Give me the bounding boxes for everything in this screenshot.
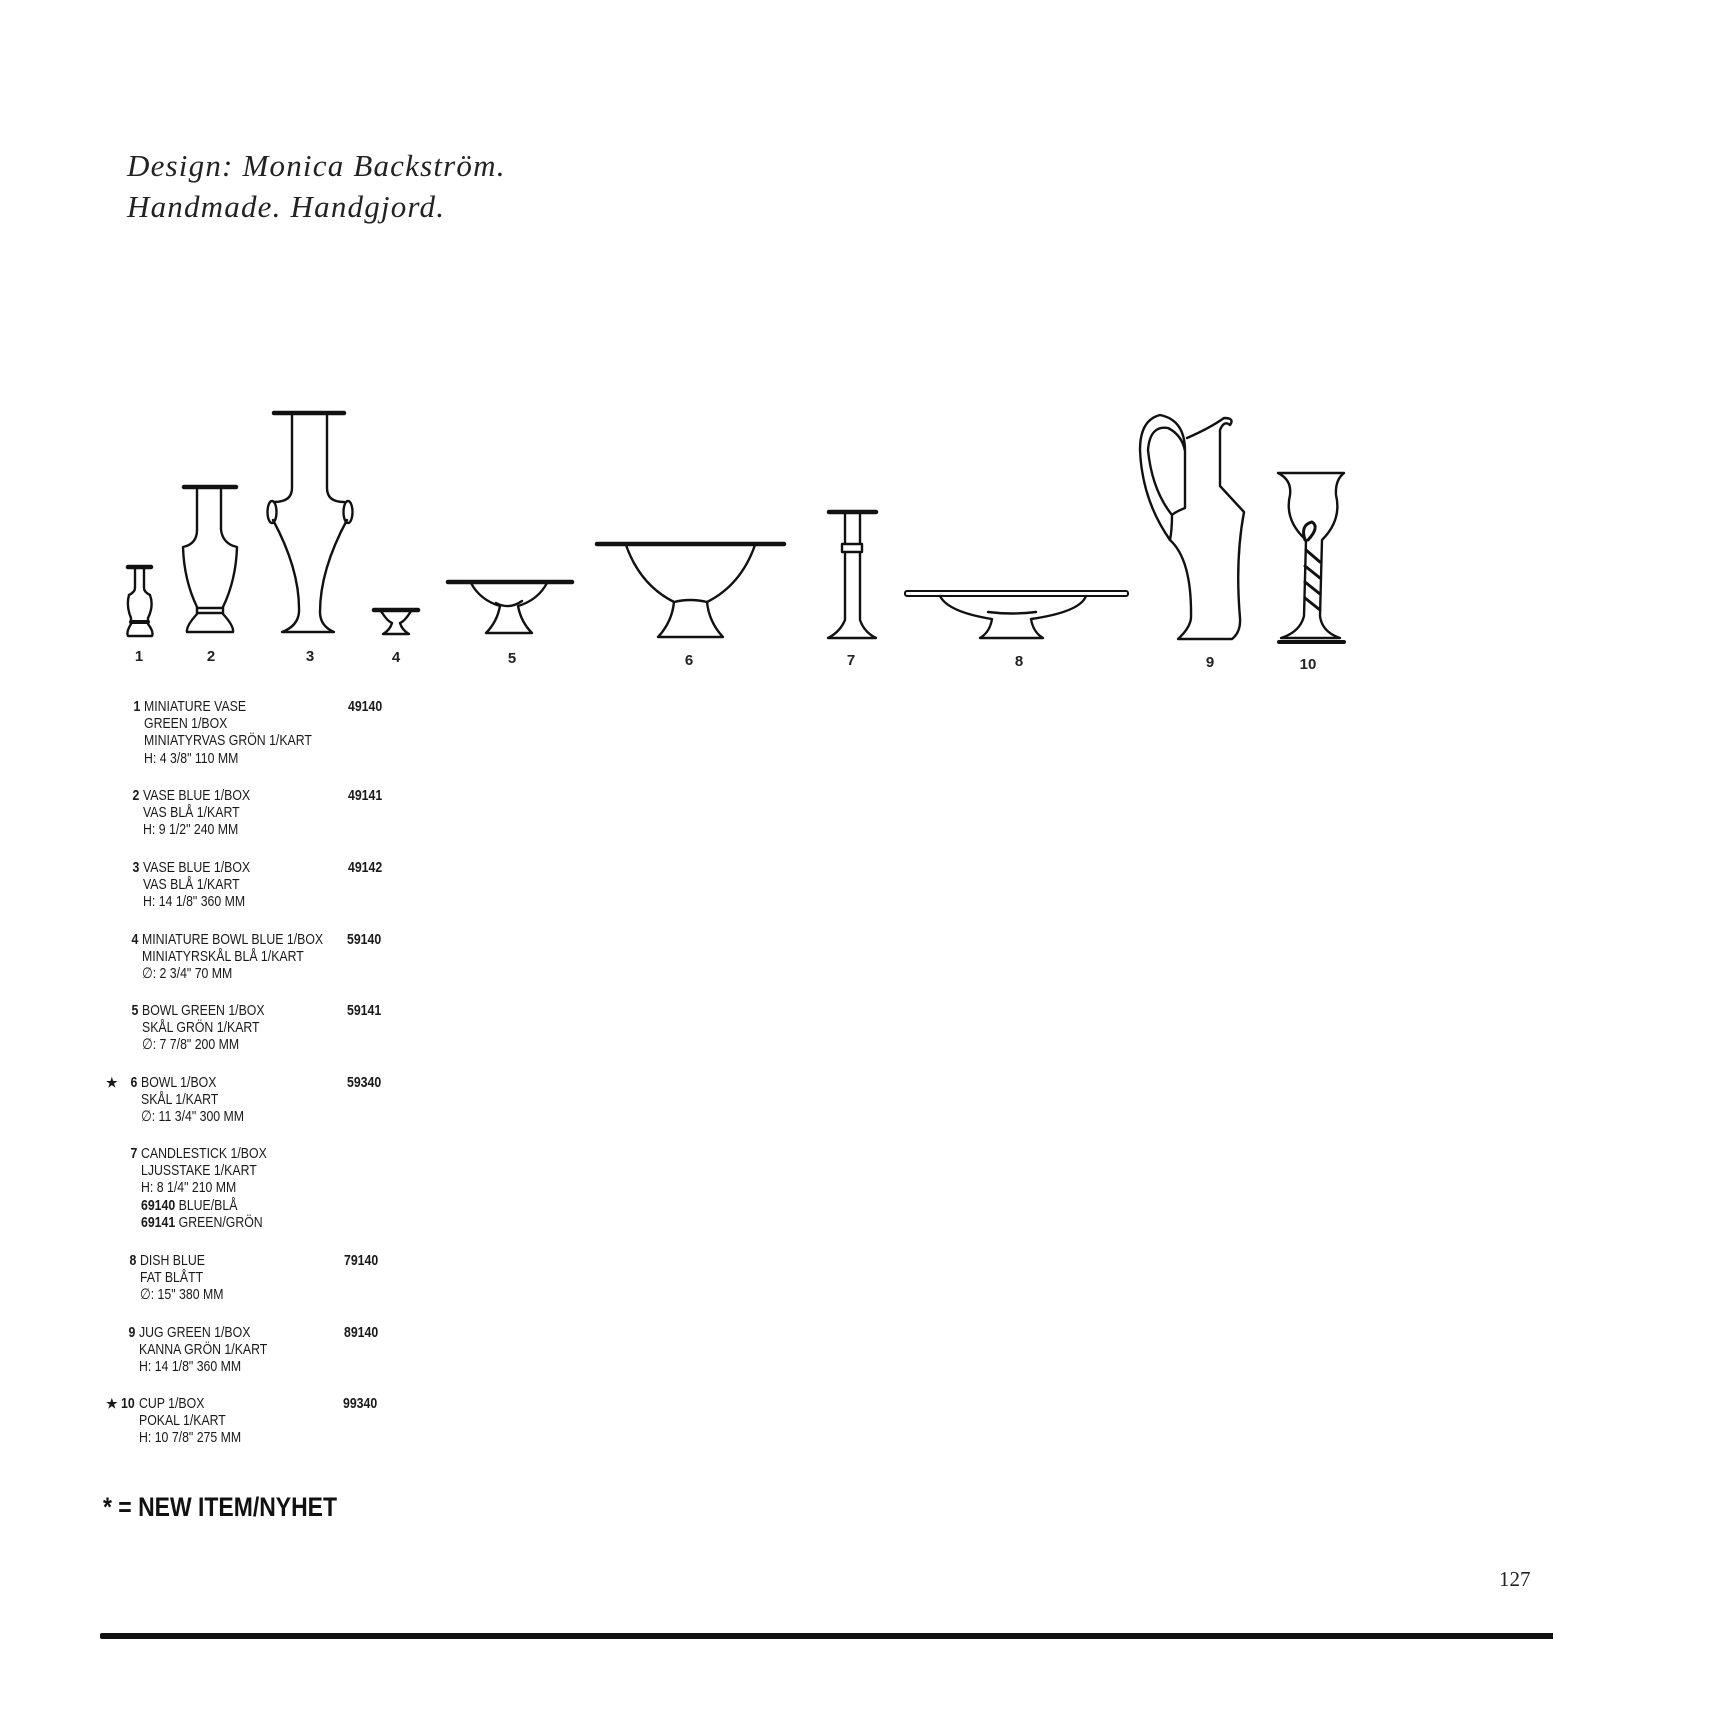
cup-drawing <box>1276 471 1346 644</box>
variant-label: BLUE/BLÅ <box>178 1196 238 1214</box>
item-number: 2 <box>132 787 139 804</box>
item-number: 6 <box>130 1074 137 1091</box>
item-description-line: JUG GREEN 1/BOX <box>139 1324 251 1341</box>
new-item-legend: * = NEW ITEM/NYHET <box>103 1492 337 1522</box>
figure-label-2: 2 <box>206 648 216 665</box>
bowl-drawing <box>594 541 787 639</box>
item-description-line: H: 14 1/8" 360 MM <box>143 893 246 911</box>
item-description-line: H: 14 1/8" 360 MM <box>139 1358 242 1376</box>
page-margin <box>1553 0 1733 1733</box>
item-description-line: MINIATURE BOWL BLUE 1/BOX <box>142 931 324 948</box>
item-description-line: VASE BLUE 1/BOX <box>143 787 251 804</box>
item-number: 4 <box>131 931 138 948</box>
item-number: 8 <box>129 1252 136 1269</box>
figure-label-9: 9 <box>1205 654 1215 671</box>
item-description-line: MINIATYRVAS GRÖN 1/KART <box>144 732 312 750</box>
item-code: 89140 <box>344 1324 379 1341</box>
candlestick-drawing <box>826 509 879 640</box>
item-description-line: VAS BLÅ 1/KART <box>143 804 240 822</box>
item-description-line: CANDLESTICK 1/BOX <box>141 1145 267 1162</box>
jug-drawing <box>1138 413 1246 641</box>
item-description-line: H: 8 1/4" 210 MM <box>141 1179 237 1197</box>
item-code: 59140 <box>347 931 382 948</box>
handmade-note: Handmade. Handgjord. <box>127 189 446 224</box>
figure-label-5: 5 <box>507 650 517 667</box>
item-description-line: ∅: 15" 380 MM <box>140 1286 224 1304</box>
item-description-line: BOWL GREEN 1/BOX <box>142 1002 265 1019</box>
item-number: 3 <box>132 859 139 876</box>
item-description-line: DISH BLUE <box>140 1252 205 1269</box>
page-number: 127 <box>1499 1567 1531 1591</box>
item-variant: 69140 BLUE/BLÅ <box>141 1197 294 1214</box>
item-description-line: BOWL 1/BOX <box>141 1074 217 1091</box>
item-number: 10 <box>121 1395 135 1412</box>
designer-credit: Design: Monica Backström. <box>127 148 506 183</box>
item-description-line: H: 9 1/2" 240 MM <box>143 821 239 839</box>
item-number: 7 <box>130 1145 137 1162</box>
item-description-line: MINIATYRSKÅL BLÅ 1/KART <box>142 948 304 966</box>
new-item-star-icon: ★ <box>106 1075 118 1090</box>
miniature-vase-drawing <box>125 564 154 638</box>
dish-drawing <box>904 590 1129 640</box>
figure-label-1: 1 <box>134 648 144 665</box>
item-code: 99340 <box>343 1395 378 1412</box>
item-description-line: VASE BLUE 1/BOX <box>143 859 251 876</box>
item-description-line: ∅: 7 7/8" 200 MM <box>142 1036 240 1054</box>
variant-code: 69141 <box>141 1213 176 1231</box>
item-number: 9 <box>128 1324 135 1341</box>
figure-label-6: 6 <box>684 652 694 669</box>
figure-label-7: 7 <box>846 652 856 669</box>
figure-label-4: 4 <box>391 649 401 666</box>
new-item-star-icon: ★ <box>106 1396 118 1411</box>
item-description-line: H: 10 7/8" 275 MM <box>139 1429 242 1447</box>
item-description-line: VAS BLÅ 1/KART <box>143 876 240 894</box>
item-description-line: ∅: 11 3/4" 300 MM <box>141 1108 245 1126</box>
item-code: 59340 <box>347 1074 382 1091</box>
variant-label: GREEN/GRÖN <box>178 1213 263 1231</box>
item-description-line: SKÅL 1/KART <box>141 1091 219 1109</box>
vase-drawing <box>181 484 239 634</box>
bowl-green-drawing <box>445 579 575 635</box>
item-code: 49142 <box>348 859 383 876</box>
item-description-line: ∅: 2 3/4" 70 MM <box>142 965 233 983</box>
tall-vase-drawing <box>266 410 354 634</box>
item-description-line: LJUSSTAKE 1/KART <box>141 1162 257 1180</box>
item-number: 1 <box>133 698 140 715</box>
item-code: 59141 <box>347 1002 382 1019</box>
miniature-bowl-drawing <box>371 607 421 636</box>
item-code: 49140 <box>348 698 383 715</box>
item-description-line: H: 4 3/8" 110 MM <box>144 749 239 767</box>
item-description-line: POKAL 1/KART <box>139 1412 226 1430</box>
item-description-line: KANNA GRÖN 1/KART <box>139 1341 268 1359</box>
item-description-line: MINIATURE VASE <box>144 698 247 715</box>
bottom-rule <box>100 1633 1555 1639</box>
item-description-line: CUP 1/BOX <box>139 1395 205 1412</box>
item-variant: 69141 GREEN/GRÖN <box>141 1214 294 1231</box>
variant-code: 69140 <box>141 1196 176 1214</box>
item-code: 49141 <box>348 787 383 804</box>
item-description-line: FAT BLÅTT <box>140 1269 204 1287</box>
item-code: 79140 <box>344 1252 379 1269</box>
item-description-line: GREEN 1/BOX <box>144 715 228 733</box>
figure-label-8: 8 <box>1014 653 1024 670</box>
figure-label-10: 10 <box>1299 656 1317 673</box>
figure-label-3: 3 <box>305 648 315 665</box>
item-number: 5 <box>131 1002 138 1019</box>
item-description-line: SKÅL GRÖN 1/KART <box>142 1019 260 1037</box>
